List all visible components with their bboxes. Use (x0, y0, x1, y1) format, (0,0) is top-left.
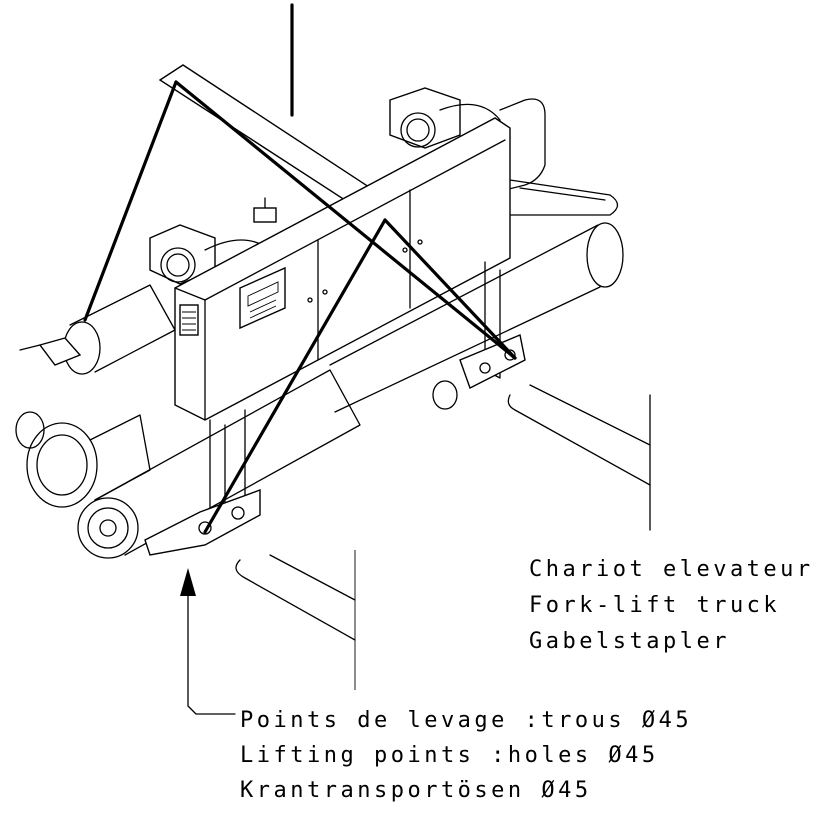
forklift-tines (235, 384, 651, 641)
water-box-flange (15, 411, 151, 508)
lifting-points-label-en: Lifting points :holes Ø45 (240, 743, 659, 768)
control-cabinet (174, 117, 511, 421)
forklift-label-de: Gabelstapler (529, 629, 730, 654)
lifting-points-callout: Points de levage :trous Ø45 Lifting poin… (240, 708, 692, 803)
valve-middle (253, 197, 277, 223)
compressor-right (389, 87, 501, 161)
lifting-slings (83, 80, 517, 534)
lifting-points-label-de: Krantransportösen Ø45 (240, 778, 592, 803)
lifting-point-arrow (180, 568, 236, 715)
condenser-shell (19, 284, 176, 375)
forklift-label-en: Fork-lift truck (529, 593, 780, 618)
forklift-label-fr: Chariot elevateur (529, 557, 814, 582)
evaporator-shell (77, 369, 361, 559)
rear-water-pipe (329, 179, 624, 413)
lifting-points-label-fr: Points de levage :trous Ø45 (240, 708, 692, 733)
forklift-callout: Chariot elevateur Fork-lift truck Gabels… (529, 557, 814, 654)
front-support-frame (144, 409, 261, 556)
rear-pipe-elbow (499, 98, 546, 191)
